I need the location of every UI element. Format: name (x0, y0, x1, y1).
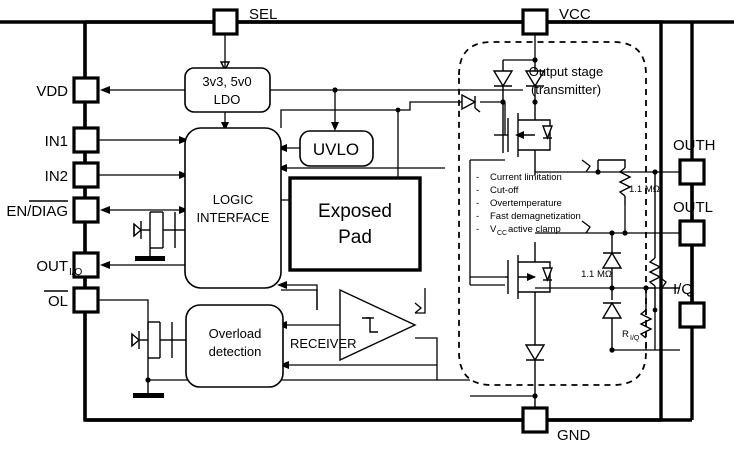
arrow-uvlo (331, 122, 339, 131)
resistor-1v1m-mid (648, 169, 662, 310)
gnd-clamp-diode (524, 330, 546, 408)
wire-outl-kink (581, 220, 591, 234)
wire-logic-to-driver (280, 101, 470, 128)
wire-receiver-in-bot (415, 337, 438, 380)
resistor-1v1m-upper (597, 159, 632, 205)
clamp-diode-right (524, 60, 546, 102)
pin-outl[interactable]: OUTL (673, 199, 713, 247)
zener-stack (601, 230, 623, 353)
node-driver-branch (395, 107, 401, 113)
pin-gnd[interactable]: GND (521, 406, 591, 444)
pin-outh-label: OUTH (673, 137, 716, 154)
pin-ol[interactable]: OL (44, 286, 100, 314)
clamp-diode-left (492, 60, 514, 102)
feature-bullet-3: - (476, 211, 479, 222)
feature-item-4-vcc-sub: CC (497, 230, 507, 237)
mos-arrow-high (515, 131, 524, 139)
arrow-outiq (100, 261, 110, 269)
pin-out-iq-sub: I/Q (69, 267, 83, 278)
pin-iq-label: I/Q (673, 281, 693, 298)
arrow-logic-fb2 (277, 281, 287, 289)
feature-item-4-rest: active clamp (508, 224, 561, 235)
output-stage-line2: (transmitter) (531, 82, 601, 97)
feature-item-0: Current limitation (490, 172, 562, 183)
pin-outl-label: OUTL (673, 199, 713, 216)
low-side-mosfet (505, 242, 554, 330)
pin-vdd-label: VDD (36, 83, 68, 100)
wire-outh-kink (581, 159, 591, 173)
high-side-mosfet (494, 102, 554, 175)
arrow-in1 (179, 136, 189, 144)
resistor-upper-label: 1.1 MΩ (629, 184, 660, 195)
pin-iq[interactable]: I/Q (673, 281, 706, 329)
overload-opendrain-mosfet (131, 321, 186, 398)
feature-item-1: Cut-off (490, 185, 519, 196)
ldo-label-line1: 3v3, 5v0 (202, 74, 251, 89)
overload-line2: detection (209, 344, 262, 359)
feature-bullet-4: - (476, 224, 479, 235)
arrow-logic-top (221, 122, 229, 131)
arrow-endiag-right (179, 206, 189, 214)
arrow-uvlo-logic (277, 144, 287, 152)
block-overload-detection[interactable]: Overload detection (185, 304, 284, 388)
resistor-riq (639, 285, 653, 350)
resistor-mid-label: 1.1 MΩ (581, 269, 612, 280)
logic-label-line2: INTERFACE (197, 210, 270, 225)
pin-in2-label: IN2 (45, 168, 68, 185)
pin-outh[interactable]: OUTH (673, 137, 716, 186)
driver-diode (461, 93, 481, 113)
arrow-vdd (100, 86, 110, 94)
arrow-endiag-left (100, 206, 110, 214)
pin-vcc-label: VCC (559, 6, 591, 23)
output-stage-line1: Output stage (529, 64, 603, 79)
feature-item-4-vcc: V (490, 224, 497, 235)
wire-iq-kink (657, 275, 667, 289)
wire-receiver-to-logic-up (281, 289, 318, 310)
resistor-riq-sub: I/Q (630, 335, 640, 342)
arrow-overload-fb (279, 361, 289, 369)
pin-en-diag-label: EN/DIAG (6, 203, 68, 220)
block-ldo[interactable]: 3v3, 5v0 LDO (184, 67, 271, 113)
pin-ol-label: OL (48, 293, 68, 310)
arrow-in2 (179, 171, 189, 179)
endiag-opendrain-mosfet (133, 211, 185, 261)
pin-in1-label: IN1 (45, 133, 68, 150)
resistor-riq-label: R (622, 329, 629, 340)
wire-ol-branch (98, 299, 149, 330)
overload-line1: Overload (209, 326, 262, 341)
mos-arrow-low (527, 273, 536, 281)
pin-vcc[interactable]: VCC (521, 6, 591, 36)
wire-receiver-kink (414, 302, 423, 314)
pin-sel-label: SEL (249, 6, 277, 23)
block-uvlo[interactable]: UVLO (299, 130, 374, 167)
pin-out-iq-label: OUT (36, 258, 68, 275)
pin-out-iq[interactable]: OUT I/Q (36, 251, 100, 279)
exposed-pad-line1: Exposed (318, 201, 392, 222)
wire-receiver-in-top (415, 288, 426, 314)
output-stage-boundary (458, 41, 647, 386)
arrow-sel-ldo (219, 61, 231, 72)
feature-bullet-0: - (476, 172, 479, 183)
feature-bullet-2: - (476, 198, 479, 209)
arrow-logic-fb1 (277, 164, 287, 172)
block-exposed-pad[interactable]: Exposed Pad (288, 176, 422, 272)
node-ldo-branch (332, 87, 338, 93)
feature-bullet-1: - (476, 185, 479, 196)
output-stage-feature-list: - Current limitation - Cut-off - Overtem… (476, 172, 581, 237)
block-logic-interface[interactable]: LOGIC INTERFACE (184, 127, 282, 289)
feature-item-2: Overtemperature (490, 198, 562, 209)
pin-gnd-label: GND (557, 427, 591, 444)
receiver-label: RECEIVER (290, 336, 356, 351)
ldo-label-line2: LDO (214, 92, 241, 107)
pin-en-diag[interactable]: EN/DIAG (6, 196, 100, 224)
pin-in2[interactable]: IN2 (45, 161, 100, 189)
logic-label-line1: LOGIC (213, 192, 253, 207)
pin-sel[interactable]: SEL (212, 6, 277, 36)
uvlo-label: UVLO (313, 140, 359, 159)
exposed-pad-line2: Pad (338, 227, 372, 248)
pin-in1[interactable]: IN1 (45, 126, 100, 154)
feature-item-3: Fast demagnetization (490, 211, 581, 222)
pin-vdd[interactable]: VDD (36, 76, 100, 104)
